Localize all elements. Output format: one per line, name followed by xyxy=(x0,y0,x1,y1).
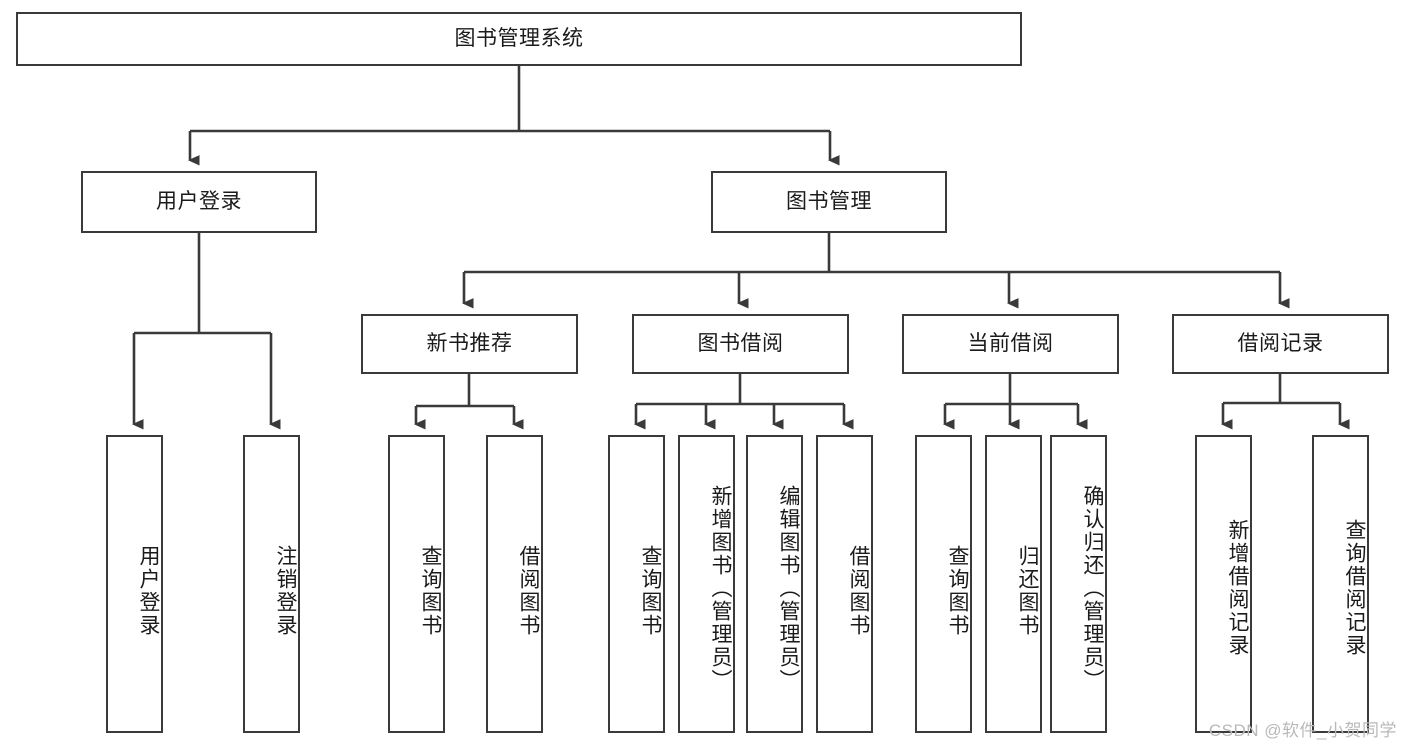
leaf-search-book-borrow[interactable]: 查询图书 xyxy=(608,435,665,733)
node-root-system[interactable]: 图书管理系统 xyxy=(16,12,1022,66)
node-label: 当前借阅 xyxy=(967,332,1054,356)
node-label: 新增图书（管理员） xyxy=(709,484,732,692)
leaf-return-book[interactable]: 归还图书 xyxy=(985,435,1042,733)
csdn-watermark: CSDN @软件_小贺同学 xyxy=(1208,721,1397,740)
node-label: 查询图书 xyxy=(419,545,442,637)
leaf-borrow-book[interactable]: 借阅图书 xyxy=(816,435,873,733)
node-label: 查询图书 xyxy=(946,545,969,637)
leaf-search-book-recommend[interactable]: 查询图书 xyxy=(388,435,445,733)
node-label: 图书管理 xyxy=(786,190,872,214)
leaf-user-logout[interactable]: 注销登录 xyxy=(243,435,300,733)
node-new-book-recommend[interactable]: 新书推荐 xyxy=(361,314,578,374)
node-label: 图书管理系统 xyxy=(454,27,584,51)
node-label: 确认归还（管理员） xyxy=(1081,484,1104,692)
node-label: 借阅图书 xyxy=(517,545,540,637)
node-label: 借阅记录 xyxy=(1237,332,1324,356)
leaf-search-borrow-record[interactable]: 查询借阅记录 xyxy=(1312,435,1369,733)
node-current-borrow[interactable]: 当前借阅 xyxy=(902,314,1119,374)
node-label: 归还图书 xyxy=(1016,545,1039,637)
node-label: 注销登录 xyxy=(274,545,297,637)
leaf-borrow-book-recommend[interactable]: 借阅图书 xyxy=(486,435,543,733)
node-book-borrow[interactable]: 图书借阅 xyxy=(632,314,849,374)
node-label: 查询图书 xyxy=(639,545,662,637)
leaf-add-book-admin[interactable]: 新增图书（管理员） xyxy=(678,435,735,733)
leaf-confirm-return-admin[interactable]: 确认归还（管理员） xyxy=(1050,435,1107,733)
node-label: 图书借阅 xyxy=(697,332,784,356)
node-label: 编辑图书（管理员） xyxy=(777,484,800,692)
node-book-management[interactable]: 图书管理 xyxy=(711,171,947,233)
node-user-login[interactable]: 用户登录 xyxy=(81,171,317,233)
leaf-search-book-current[interactable]: 查询图书 xyxy=(915,435,972,733)
node-label: 查询借阅记录 xyxy=(1343,519,1366,657)
node-borrow-record[interactable]: 借阅记录 xyxy=(1172,314,1389,374)
leaf-edit-book-admin[interactable]: 编辑图书（管理员） xyxy=(746,435,803,733)
node-label: 用户登录 xyxy=(156,190,242,214)
leaf-add-borrow-record[interactable]: 新增借阅记录 xyxy=(1195,435,1252,733)
node-label: 新书推荐 xyxy=(426,332,513,356)
node-label: 借阅图书 xyxy=(847,545,870,637)
leaf-user-login[interactable]: 用户登录 xyxy=(106,435,163,733)
node-label: 新增借阅记录 xyxy=(1226,519,1249,657)
node-label: 用户登录 xyxy=(137,545,160,637)
